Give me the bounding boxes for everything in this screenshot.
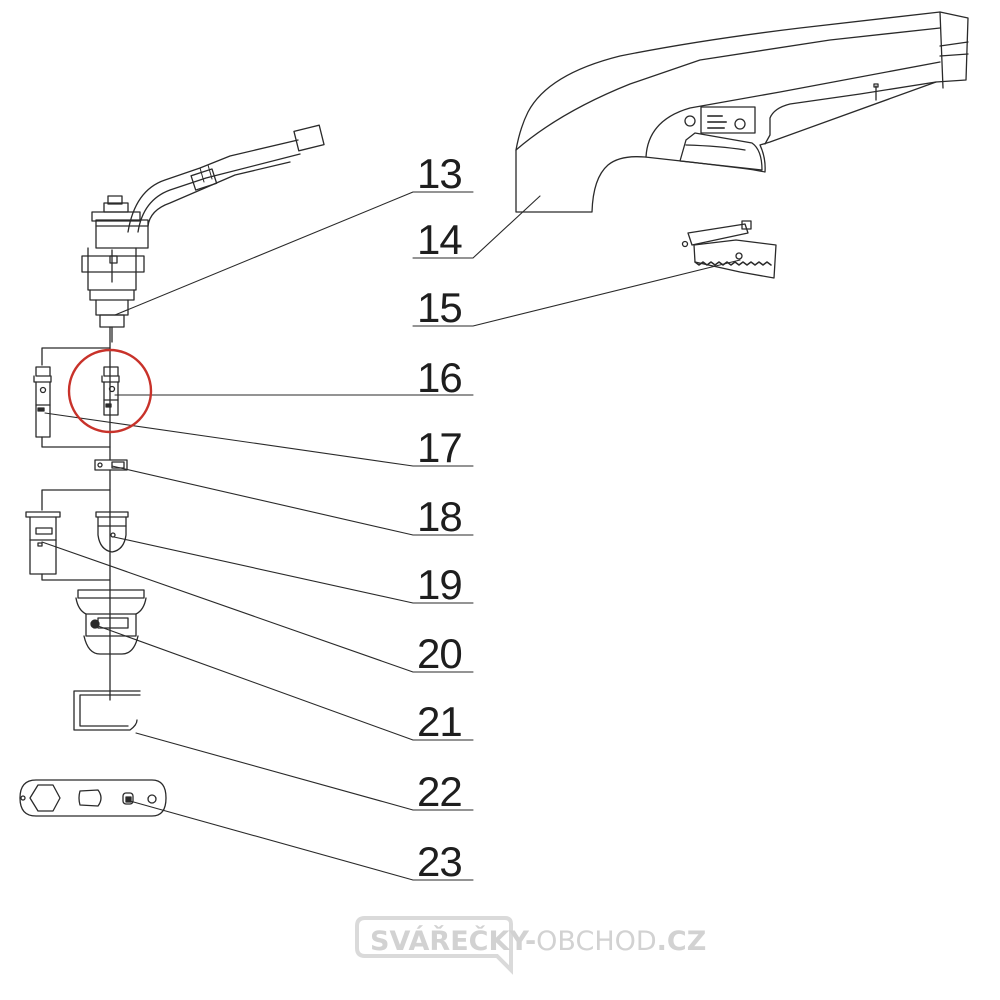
part-label-16: 16 (417, 354, 463, 401)
part-23-wrench (19, 779, 167, 817)
part-label-20: 20 (417, 630, 463, 677)
part-15-trigger-lever (681, 220, 777, 279)
part-label-14: 14 (417, 216, 463, 263)
part-16-electrode (101, 366, 120, 416)
part-label-15: 15 (417, 284, 463, 331)
watermark-text: SVÁŘEČKY-OBCHOD.CZ (370, 926, 706, 957)
part-17-electrode-long (33, 366, 52, 438)
watermark: SVÁŘEČKY-OBCHOD.CZ (350, 912, 706, 972)
part-14-torch-handle (515, 11, 969, 213)
part-label-19: 19 (417, 561, 463, 608)
part-label-17: 17 (417, 424, 463, 471)
watermark-obchod: OBCHOD (536, 926, 657, 957)
leader-lines (41, 191, 741, 881)
part-13-torch-head (81, 124, 325, 343)
part-20-nozzle-long (25, 511, 61, 575)
highlight-circle (67, 348, 153, 434)
part-label-22: 22 (417, 768, 463, 815)
rating-plate (700, 106, 756, 134)
part-21-shield-cup (75, 589, 147, 655)
part-label-21: 21 (417, 698, 463, 745)
part-18-swirl-ring (94, 459, 128, 471)
watermark-frame (355, 916, 513, 975)
assembly-axis (41, 326, 111, 701)
part-22-standoff-guide (73, 690, 141, 731)
watermark-brand: SVÁŘEČKY- (370, 926, 537, 957)
part-label-18: 18 (417, 493, 463, 540)
watermark-tld: .CZ (656, 926, 707, 957)
part-label-13: 13 (417, 150, 463, 197)
part-label-23: 23 (417, 838, 463, 885)
part-19-nozzle (95, 511, 129, 553)
